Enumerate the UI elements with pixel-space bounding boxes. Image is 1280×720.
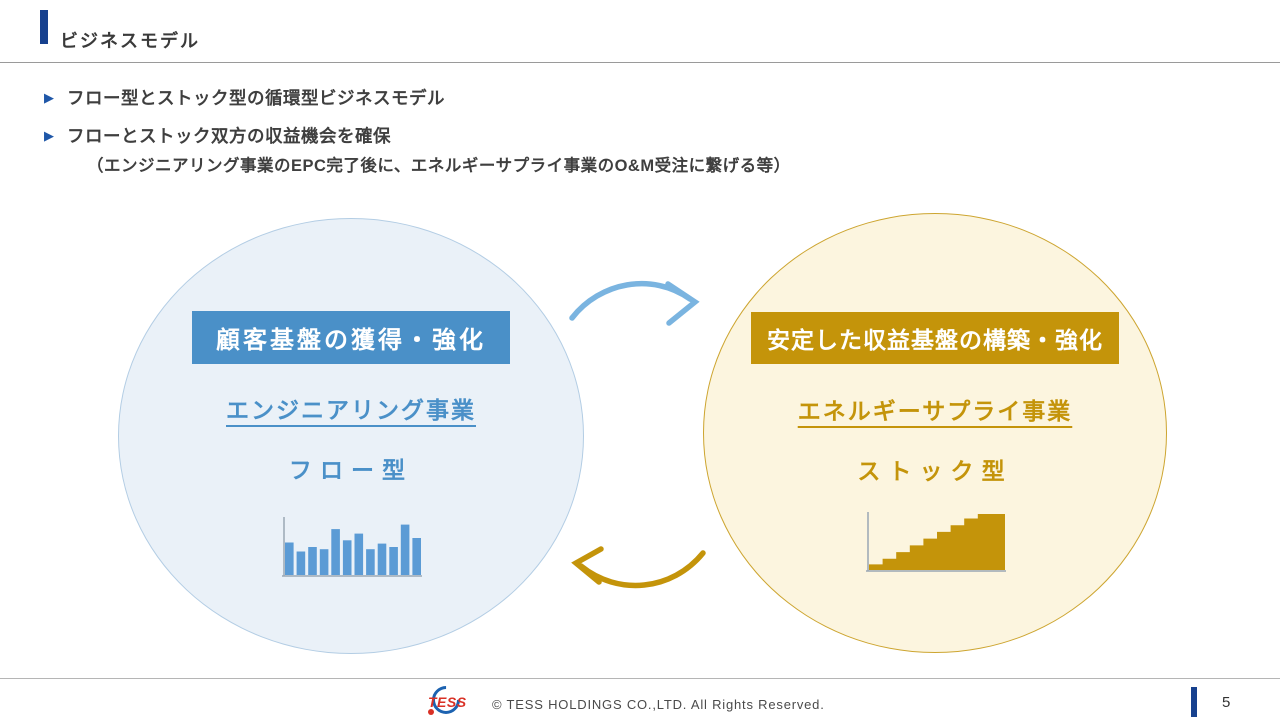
cycle-arrow-bottom xyxy=(578,550,706,589)
bullet-item: ▶ フロー型とストック型の循環型ビジネスモデル xyxy=(44,86,1234,110)
flow-circle: 顧客基盤の獲得・強化 エンジニアリング事業 フロー型 xyxy=(118,218,584,654)
stock-circle: 安定した収益基盤の構築・強化 エネルギーサプライ事業 ストック型 xyxy=(703,213,1167,653)
stock-step-chart xyxy=(866,512,1006,572)
cycle-arrow-top xyxy=(569,280,693,321)
bullet-item: ▶ フローとストック双方の収益機会を確保 （エンジニアリング事業のEPC完了後に… xyxy=(44,124,1234,176)
bullet-text: フロー型とストック型の循環型ビジネスモデル xyxy=(67,88,445,108)
flow-business-name: エンジニアリング事業 xyxy=(226,397,476,423)
bullet-text-group: フローとストック双方の収益機会を確保 （エンジニアリング事業のEPC完了後に、エ… xyxy=(67,124,791,176)
flow-bar-chart xyxy=(282,517,422,577)
cycle-arrow-top-head-icon xyxy=(665,281,700,326)
page-number-accent-bar xyxy=(1191,687,1197,717)
page-number: 5 xyxy=(1222,694,1231,711)
cycle-arrow-bottom-head-icon xyxy=(571,546,604,585)
header-divider xyxy=(0,62,1280,63)
footer-divider xyxy=(0,678,1280,679)
flow-headline-box: 顧客基盤の獲得・強化 xyxy=(192,311,510,364)
title-accent-bar xyxy=(40,10,48,44)
bullet-triangle-icon: ▶ xyxy=(44,90,54,105)
tess-logo-dot-icon xyxy=(428,709,434,715)
flow-bars xyxy=(285,524,421,575)
page-title: ビジネスモデル xyxy=(60,31,200,52)
bullet-subtext: （エンジニアリング事業のEPC完了後に、エネルギーサプライ事業のO&M受注に繋げ… xyxy=(87,157,791,175)
stock-model-type: ストック型 xyxy=(857,458,1013,484)
bullet-triangle-icon: ▶ xyxy=(44,128,54,143)
bullet-text: フローとストック双方の収益機会を確保 xyxy=(67,126,391,146)
stock-headline-box: 安定した収益基盤の構築・強化 xyxy=(751,312,1119,364)
tess-logo-text: TESS xyxy=(428,694,467,710)
stock-steps-shape xyxy=(869,514,1005,570)
tess-logo: TESS xyxy=(424,680,476,720)
flow-model-type: フロー型 xyxy=(288,457,414,483)
copyright-text: © TESS HOLDINGS CO.,LTD. All Rights Rese… xyxy=(492,697,825,712)
bullet-list: ▶ フロー型とストック型の循環型ビジネスモデル ▶ フローとストック双方の収益機… xyxy=(44,86,1234,190)
stock-business-name: エネルギーサプライ事業 xyxy=(797,398,1073,424)
